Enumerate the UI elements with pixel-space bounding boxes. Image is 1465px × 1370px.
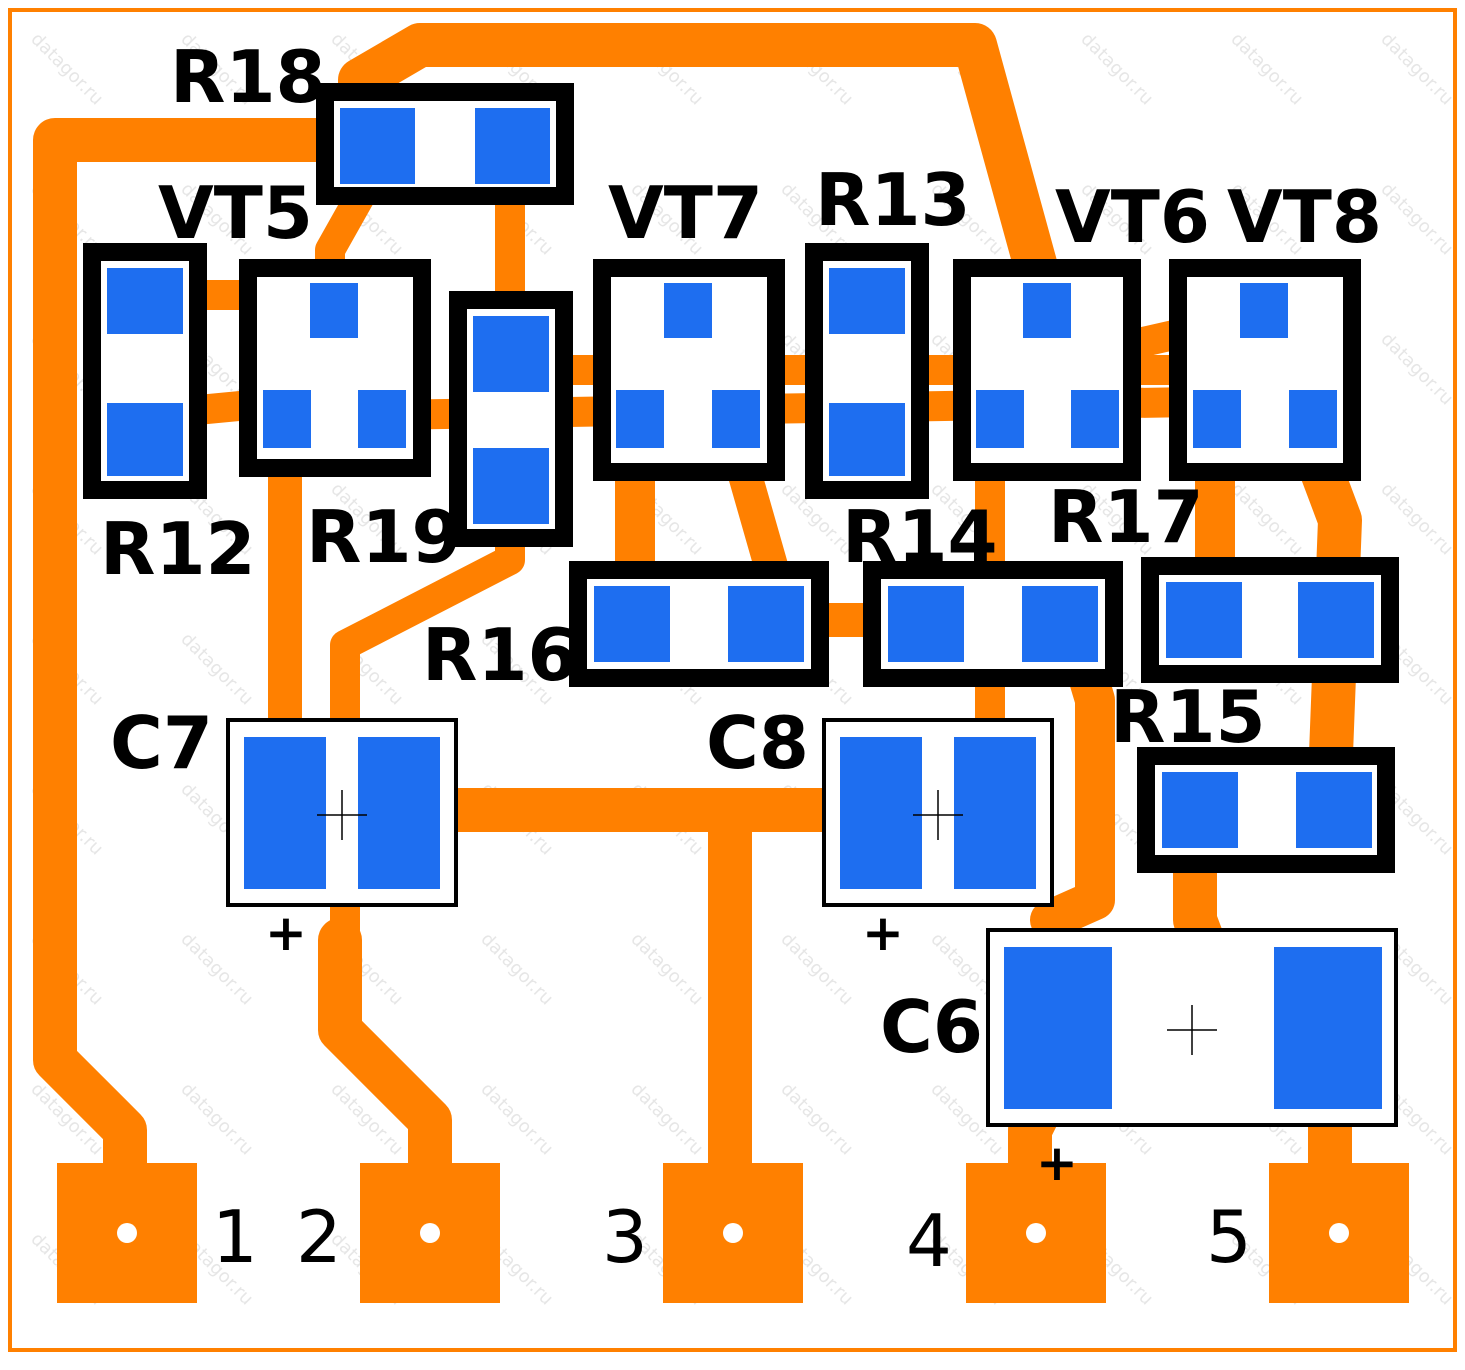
plus-c8: + (862, 904, 904, 962)
footprint-vt7[interactable] (593, 259, 785, 481)
label-r16: R16 (422, 613, 578, 697)
pin-pad-2[interactable] (360, 1163, 500, 1303)
label-vt7: VT7 (608, 171, 763, 255)
footprint-r17[interactable] (1141, 557, 1399, 683)
footprint-vt6[interactable] (953, 259, 1141, 481)
footprint-r12[interactable] (83, 243, 207, 499)
footprint-r18[interactable] (316, 83, 574, 205)
label-vt8: VT8 (1227, 175, 1382, 259)
footprint-c7[interactable] (226, 718, 458, 907)
polarity-marks: + + + (265, 904, 1078, 1192)
pin-label-4: 4 (906, 1199, 952, 1283)
footprint-c6[interactable] (986, 928, 1398, 1127)
reference-labels: R18 VT5 VT7 R13 VT6 VT8 R12 R19 R14 R17 … (100, 35, 1382, 1069)
label-c8: C8 (706, 701, 809, 785)
label-vt6: VT6 (1055, 175, 1210, 259)
label-c6: C6 (880, 985, 983, 1069)
footprint-vt8[interactable] (1169, 259, 1361, 481)
pin-pad-4[interactable] (966, 1163, 1106, 1303)
footprint-r14[interactable] (863, 561, 1123, 687)
pin-label-3: 3 (602, 1195, 648, 1279)
label-r17: R17 (1048, 475, 1204, 559)
footprint-c8[interactable] (822, 718, 1054, 907)
label-r19: R19 (306, 495, 462, 579)
pin-pad-5[interactable] (1269, 1163, 1409, 1303)
pin-label-2: 2 (296, 1195, 342, 1279)
label-c7: C7 (110, 701, 213, 785)
label-r14: R14 (842, 495, 998, 579)
footprint-vt5[interactable] (239, 259, 431, 477)
footprint-r19[interactable] (449, 291, 573, 547)
connector-pads (57, 1163, 1409, 1303)
label-r18: R18 (170, 35, 326, 119)
pin-label-1: 1 (212, 1195, 258, 1279)
trace-pin1 (33, 118, 367, 1247)
label-r15: R15 (1110, 675, 1266, 759)
pin-label-5: 5 (1206, 1195, 1252, 1279)
footprint-r15[interactable] (1137, 747, 1395, 873)
footprint-r16[interactable] (569, 561, 829, 687)
plus-c7: + (265, 904, 307, 962)
pin-numbers: 1 2 3 4 5 (212, 1195, 1252, 1283)
pin-pad-1[interactable] (57, 1163, 197, 1303)
label-r13: R13 (815, 158, 971, 242)
pin-pad-3[interactable] (663, 1163, 803, 1303)
plus-c6: + (1036, 1134, 1078, 1192)
label-r12: R12 (100, 507, 256, 591)
label-vt5: VT5 (158, 171, 313, 255)
footprint-r13[interactable] (805, 243, 929, 499)
